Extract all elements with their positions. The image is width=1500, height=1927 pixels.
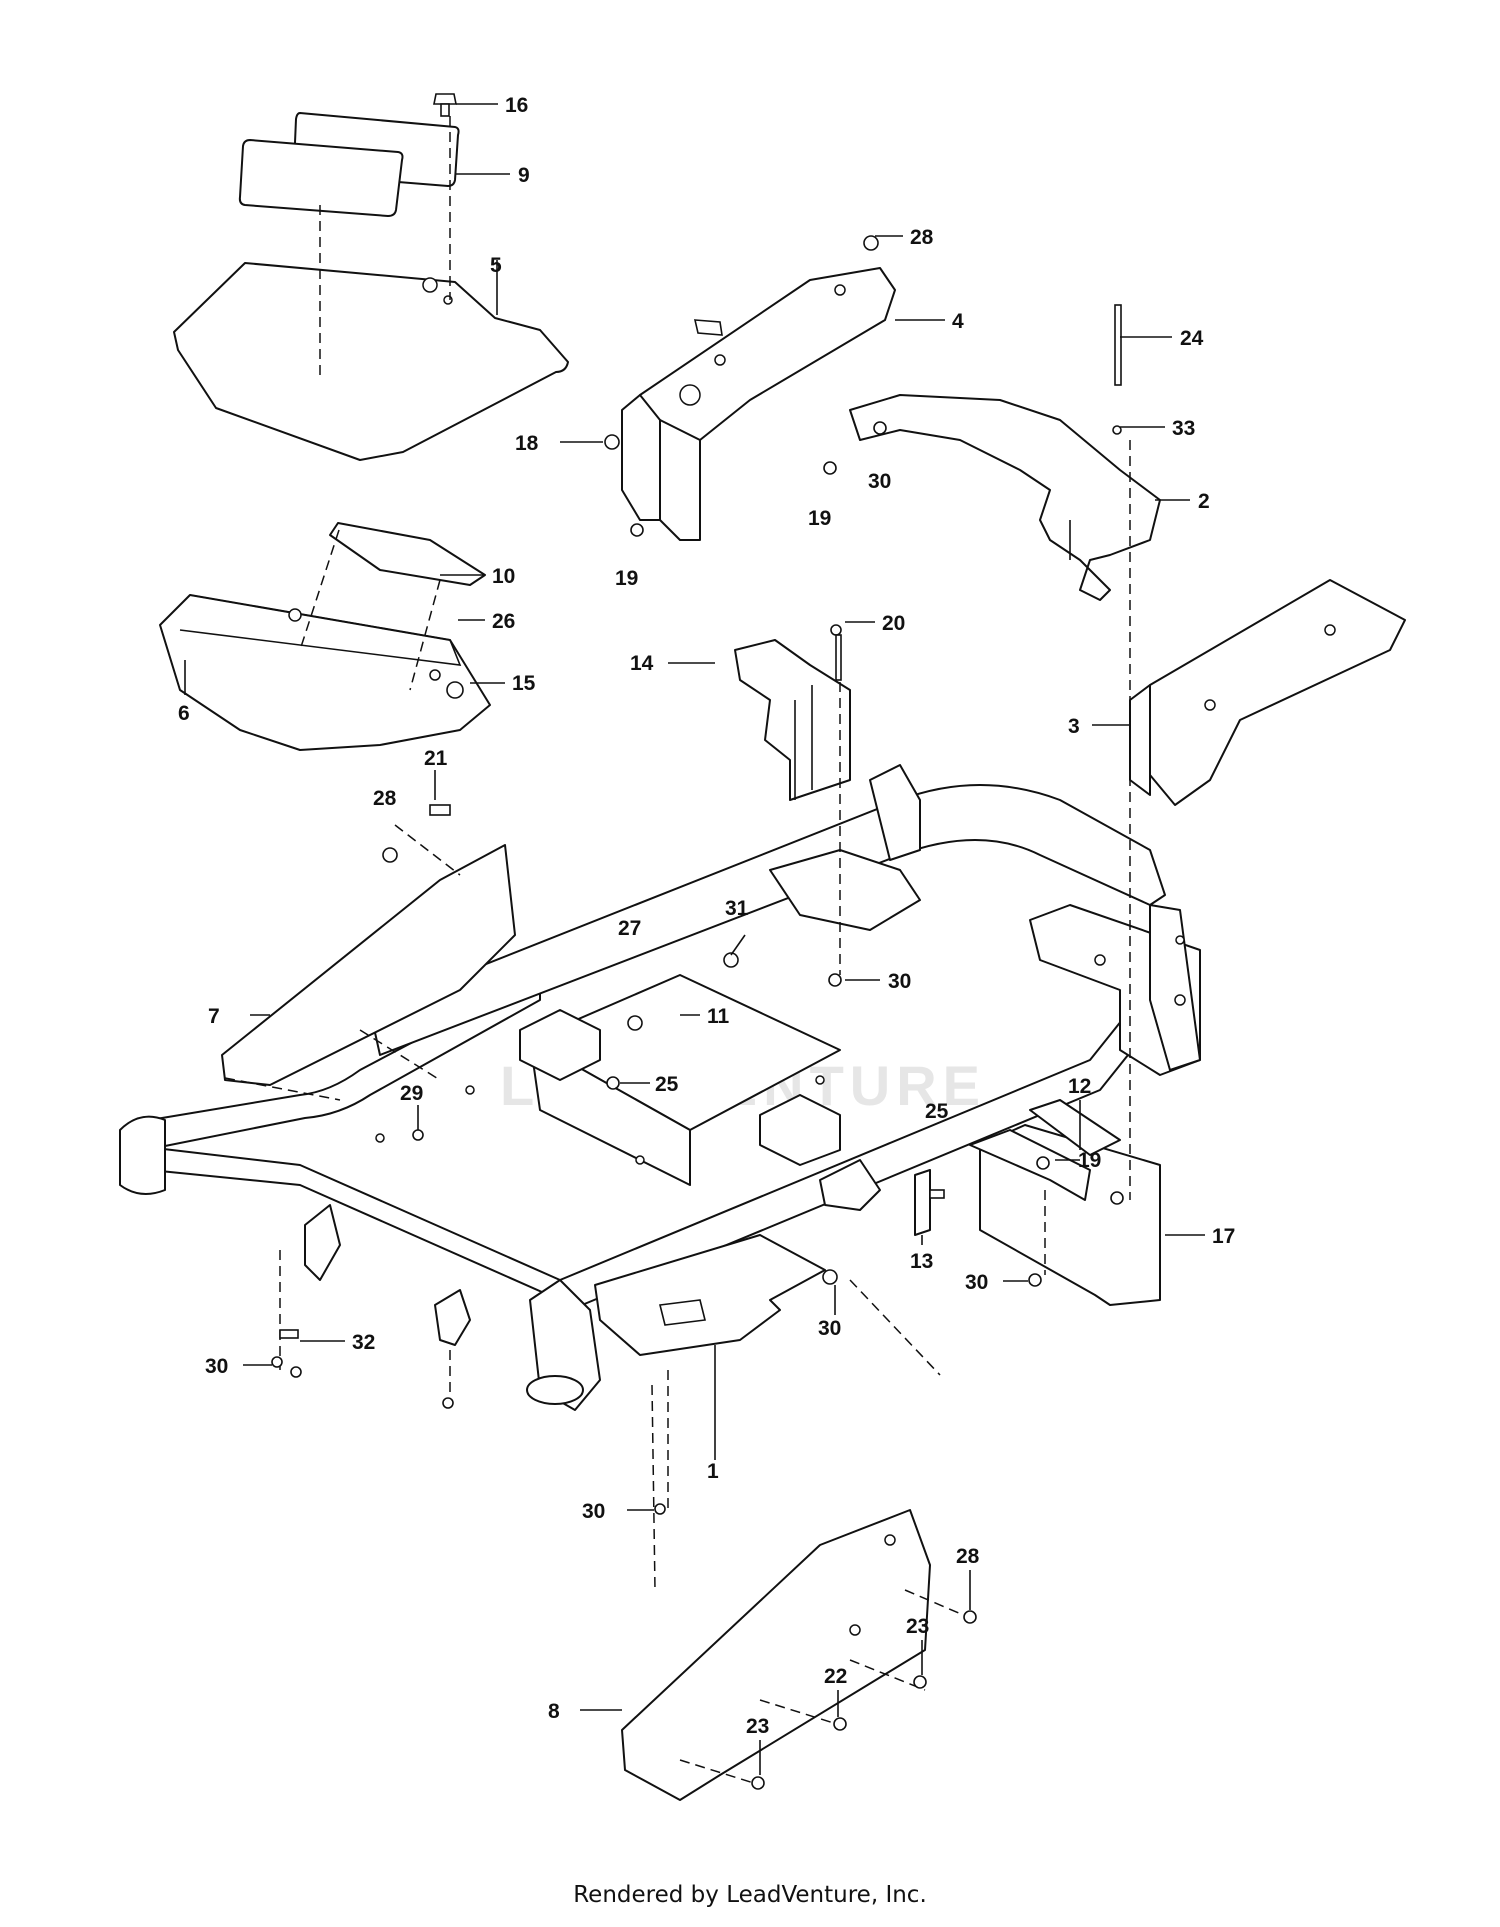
callout-25: 25	[925, 1100, 949, 1123]
callout-26: 26	[492, 610, 515, 633]
callout-6: 6	[178, 702, 190, 725]
part-6-front-cover	[159, 529, 491, 751]
callout-5: 5	[490, 254, 502, 277]
part-8-right-panel	[621, 1384, 976, 1801]
callout-19: 19	[615, 567, 638, 590]
part-5-floor-pan	[173, 116, 569, 461]
callout-32: 32	[352, 1331, 375, 1354]
callout-18: 18	[515, 432, 539, 455]
part-14-bracket	[734, 639, 851, 801]
callout-20: 20	[882, 612, 905, 635]
callout-9: 9	[518, 164, 530, 187]
callout-27: 27	[618, 917, 641, 940]
callout-3: 3	[1068, 715, 1080, 738]
callout-17: 17	[1212, 1225, 1235, 1248]
callout-30: 30	[888, 970, 911, 993]
assembly-lines	[279, 440, 1131, 1400]
part-3-side-panel	[1129, 579, 1406, 806]
callout-14: 14	[630, 652, 654, 675]
callout-29: 29	[400, 1082, 423, 1105]
callout-30: 30	[582, 1500, 605, 1523]
part-17-box	[969, 1099, 1161, 1306]
footer-credit: Rendered by LeadVenture, Inc.	[573, 1882, 927, 1908]
callout-1: 1	[707, 1460, 719, 1483]
part-13-bracket	[914, 1169, 945, 1236]
callout-10: 10	[492, 565, 515, 588]
part-7-left-panel	[221, 844, 516, 1101]
callout-23: 23	[906, 1615, 929, 1638]
callout-8: 8	[548, 1700, 560, 1723]
callout-24: 24	[1180, 327, 1204, 350]
callout-28: 28	[373, 787, 397, 810]
part-2-arm-bar	[849, 394, 1161, 601]
callout-31: 31	[725, 897, 749, 920]
callout-15: 15	[512, 672, 536, 695]
callout-2: 2	[1198, 490, 1210, 513]
part-9-pads	[238, 112, 460, 217]
leader-lines	[184, 103, 1205, 1775]
callout-33: 33	[1172, 417, 1195, 440]
part-4-control-panel	[621, 267, 896, 541]
callout-22: 22	[824, 1665, 847, 1688]
callout-21: 21	[424, 747, 448, 770]
part-1-skid-plate	[594, 1234, 941, 1510]
callout-16: 16	[505, 94, 528, 117]
callout-25: 25	[655, 1073, 679, 1096]
callout-19: 19	[808, 507, 831, 530]
callout-4: 4	[952, 310, 964, 333]
main-frame	[119, 764, 1201, 1411]
callout-23: 23	[746, 1715, 769, 1738]
fasteners	[271, 235, 1124, 1790]
callout-11: 11	[707, 1005, 730, 1028]
callout-12: 12	[1068, 1075, 1091, 1098]
callout-7: 7	[208, 1005, 220, 1028]
callout-13: 13	[910, 1250, 933, 1273]
callout-28: 28	[956, 1545, 980, 1568]
part-16-fastener	[433, 93, 457, 117]
callout-28: 28	[910, 226, 934, 249]
callout-30: 30	[965, 1271, 988, 1294]
callout-30: 30	[205, 1355, 228, 1378]
callout-19: 19	[1078, 1149, 1101, 1172]
callout-labels: 16 9 5 28 4 24 33 18 30 2 19 19 10 26 20…	[178, 94, 1235, 1738]
part-10-gasket	[329, 522, 486, 586]
callout-30: 30	[868, 470, 891, 493]
callout-30: 30	[818, 1317, 841, 1340]
